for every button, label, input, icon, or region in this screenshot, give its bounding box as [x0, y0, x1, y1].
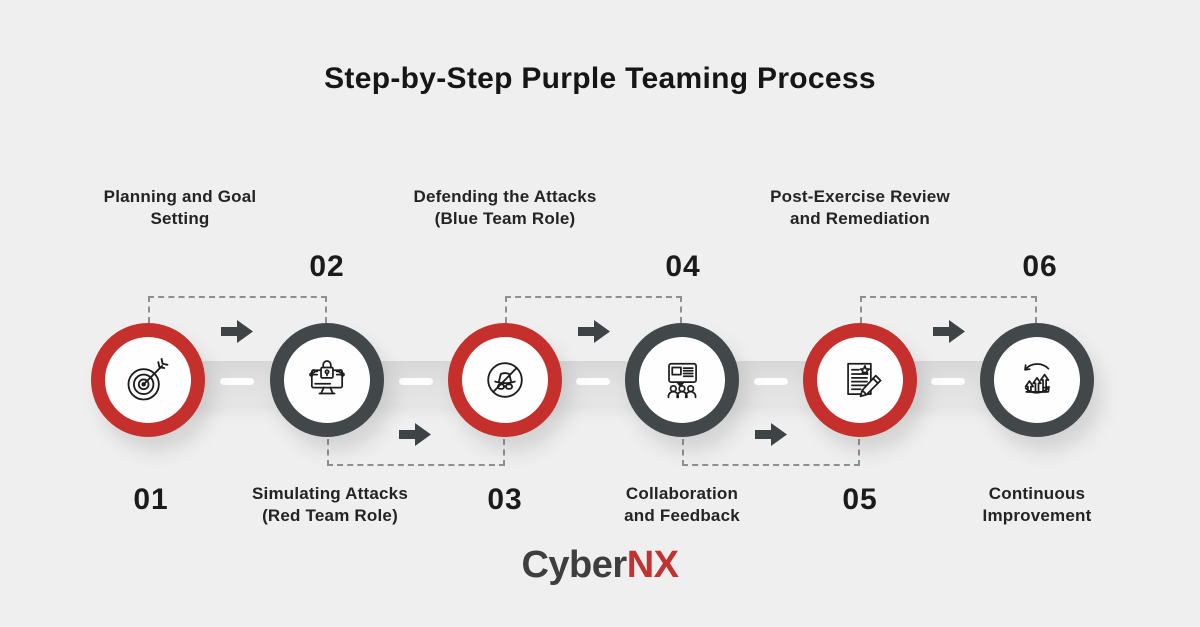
step-3-circle — [448, 323, 562, 437]
road-dash — [576, 378, 610, 385]
step-4-inner — [639, 337, 725, 423]
step-6-circle — [980, 323, 1094, 437]
step-2-label: Simulating Attacks (Red Team Role) — [251, 484, 408, 526]
brand-logo: CyberNX — [0, 544, 1200, 587]
step-3-label: Defending the Attacks (Blue Team Role) — [413, 187, 597, 229]
flow-arrow-icon — [755, 422, 788, 447]
dashed-connector-top-1-2 — [148, 296, 327, 323]
step-4-circle — [625, 323, 739, 437]
step-3-number: 03 — [487, 483, 523, 516]
page-title: Step-by-Step Purple Teaming Process — [324, 62, 876, 95]
dashed-connector-top-3-4 — [505, 296, 682, 323]
step-1-inner — [105, 337, 191, 423]
target-arrow-icon — [122, 354, 174, 406]
road-dash — [399, 378, 433, 385]
presentation-team-icon — [656, 354, 708, 406]
dashed-connector-bottom-2-3 — [327, 439, 505, 466]
flow-arrow-icon — [221, 319, 254, 344]
flow-arrow-icon — [578, 319, 611, 344]
dashed-connector-bottom-4-5 — [682, 439, 860, 466]
road-dash — [220, 378, 254, 385]
step-6-number: 06 — [1022, 250, 1058, 283]
no-spy-icon — [479, 354, 531, 406]
growth-cycle-icon — [1011, 354, 1063, 406]
road-dash — [754, 378, 788, 385]
brand-suffix: NX — [626, 544, 679, 586]
step-5-number: 05 — [842, 483, 878, 516]
monitor-lock-icon — [301, 354, 353, 406]
step-3-inner — [462, 337, 548, 423]
flow-arrow-icon — [399, 422, 432, 447]
step-4-number: 04 — [665, 250, 701, 283]
step-5-label: Post-Exercise Review and Remediation — [770, 187, 950, 229]
brand-prefix: Cyber — [521, 544, 627, 586]
step-1-number: 01 — [133, 483, 169, 516]
step-2-circle — [270, 323, 384, 437]
step-1-label: Planning and Goal Setting — [103, 187, 257, 229]
step-4-label: Collaboration and Feedback — [624, 484, 740, 526]
step-2-number: 02 — [309, 250, 345, 283]
step-2-inner — [284, 337, 370, 423]
dashed-connector-top-5-6 — [860, 296, 1037, 323]
step-6-inner — [994, 337, 1080, 423]
document-review-icon — [834, 354, 886, 406]
step-5-inner — [817, 337, 903, 423]
step-1-circle — [91, 323, 205, 437]
road-dash — [931, 378, 965, 385]
step-5-circle — [803, 323, 917, 437]
step-6-label: Continuous Improvement — [982, 484, 1092, 526]
flow-arrow-icon — [933, 319, 966, 344]
